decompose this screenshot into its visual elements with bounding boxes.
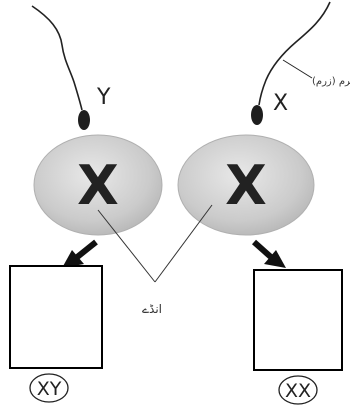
sperm-right-tail [259, 2, 330, 105]
arrow-left [62, 242, 96, 268]
sperm-left [32, 6, 90, 130]
egg-left-chromosome: X [77, 154, 119, 217]
sperm-left-tail [32, 6, 82, 110]
result-box-right [254, 270, 342, 370]
sperm-right [251, 2, 330, 125]
arrow-right [254, 242, 286, 268]
result-left: XY [30, 374, 68, 402]
sperm-right-head [251, 105, 263, 125]
sperm-annotation-leader [283, 60, 312, 78]
egg-annotation: انڈے [142, 302, 162, 316]
sperm-right-label: X [273, 91, 288, 116]
egg-right-chromosome: X [225, 154, 267, 217]
result-left-label: XY [37, 378, 62, 400]
egg-left: X [34, 135, 162, 235]
egg-right: X [178, 135, 314, 235]
sperm-left-label: Y [96, 85, 111, 110]
sperm-annotation: سپرم (زرم) [312, 76, 350, 87]
result-right: XX [279, 376, 317, 404]
result-right-label: XX [285, 380, 311, 402]
result-box-left [10, 266, 102, 368]
sperm-left-head [78, 110, 90, 130]
